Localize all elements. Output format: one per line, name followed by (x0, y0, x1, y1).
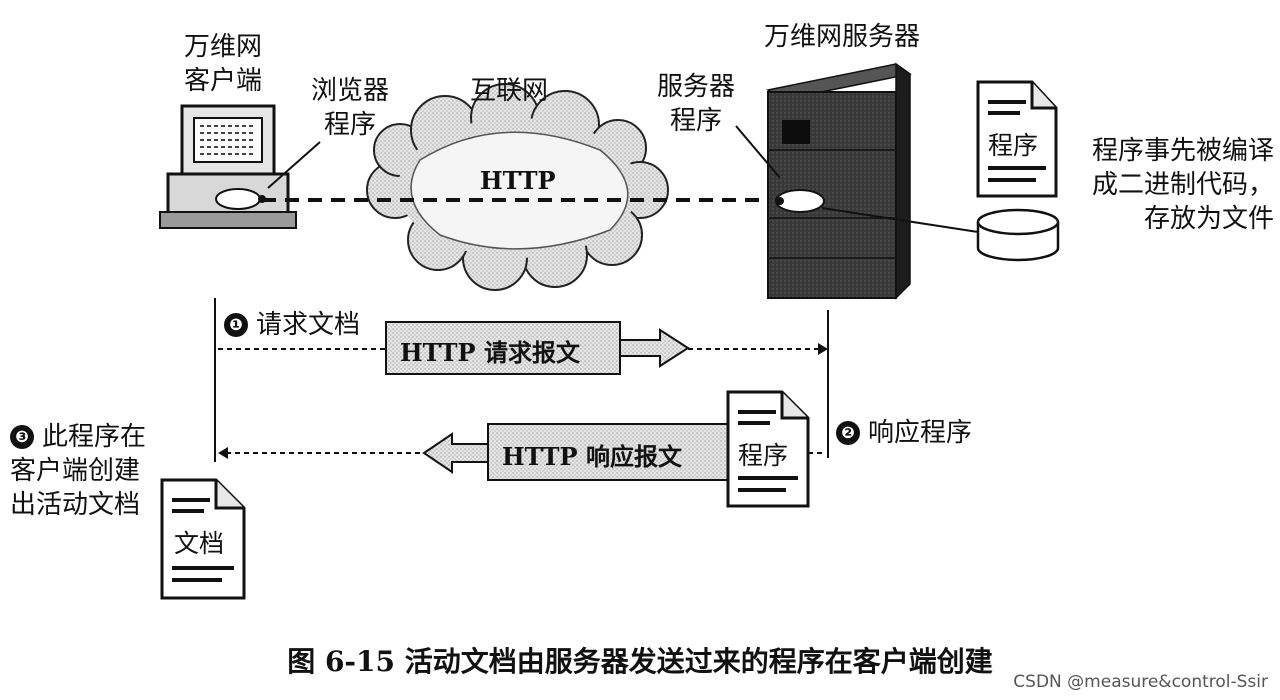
step3-number-badge: ❸ (10, 425, 34, 449)
browser-label-line2: 程序 (323, 110, 376, 140)
client-title-line2: 客户端 (183, 66, 262, 96)
disk-icon (976, 208, 1060, 262)
watermark: CSDN @measure&control-Ssir (1013, 672, 1268, 692)
browser-pointer-line (267, 141, 321, 189)
step3-line2: 客户端创建 (10, 456, 141, 486)
compile-note-line1: 程序事先被编译 (1091, 136, 1274, 166)
step3-line3: 出活动文档 (10, 490, 141, 520)
response-program-document-icon (726, 390, 810, 508)
request-message-box (385, 321, 621, 375)
client-title: 万维网 客户端 (168, 30, 278, 98)
response-doc-label: 程序 (738, 441, 789, 470)
step3-line1: 此程序在 (42, 422, 147, 452)
client-doc-label: 文档 (174, 529, 225, 558)
disk-connector-line (821, 207, 979, 233)
response-message-box (487, 423, 729, 481)
client-computer-icon (159, 104, 297, 229)
response-message-label: HTTP 响应报文 (502, 442, 682, 471)
internet-cloud-icon (366, 83, 669, 291)
server-program-line1: 服务器 (656, 72, 735, 102)
step3-label: ❸ 此程序在 客户端创建 出活动文档 (10, 420, 146, 522)
server-program-document-icon (976, 80, 1058, 198)
request-message-label: HTTP 请求报文 (400, 338, 580, 367)
server-title: 万维网服务器 (764, 22, 921, 52)
internet-label: 互联网 (470, 76, 549, 106)
server-doc-label: 程序 (988, 131, 1039, 160)
server-program-line2: 程序 (669, 106, 722, 136)
step1-text: 请求文档 (256, 310, 361, 340)
request-arrow-head (619, 328, 690, 368)
server-program-pointer-line (735, 125, 781, 179)
compile-note-line2: 成二进制代码， (1091, 170, 1274, 200)
compile-note-line3: 存放为文件 (1143, 204, 1274, 234)
http-protocol-label: HTTP (480, 166, 556, 195)
figure-caption: 图 6-15 活动文档由服务器发送过来的程序在客户端创建 (287, 645, 993, 678)
step1-number-badge: ❶ (224, 313, 248, 337)
browser-label-line1: 浏览器 (310, 76, 389, 106)
step2-label: ❷ 响应程序 (836, 416, 972, 450)
server-program-label: 服务器 程序 (644, 70, 748, 138)
response-arrow-head (422, 432, 489, 474)
step2-number-badge: ❷ (836, 421, 860, 445)
browser-program-label: 浏览器 程序 (298, 74, 402, 142)
compile-note: 程序事先被编译 成二进制代码， 存放为文件 (1068, 134, 1274, 236)
client-title-line1: 万维网 (183, 32, 262, 62)
step2-text: 响应程序 (868, 418, 973, 448)
server-tower-icon (766, 62, 912, 300)
client-document-icon (160, 478, 246, 600)
step1-label: ❶ 请求文档 (224, 308, 360, 342)
